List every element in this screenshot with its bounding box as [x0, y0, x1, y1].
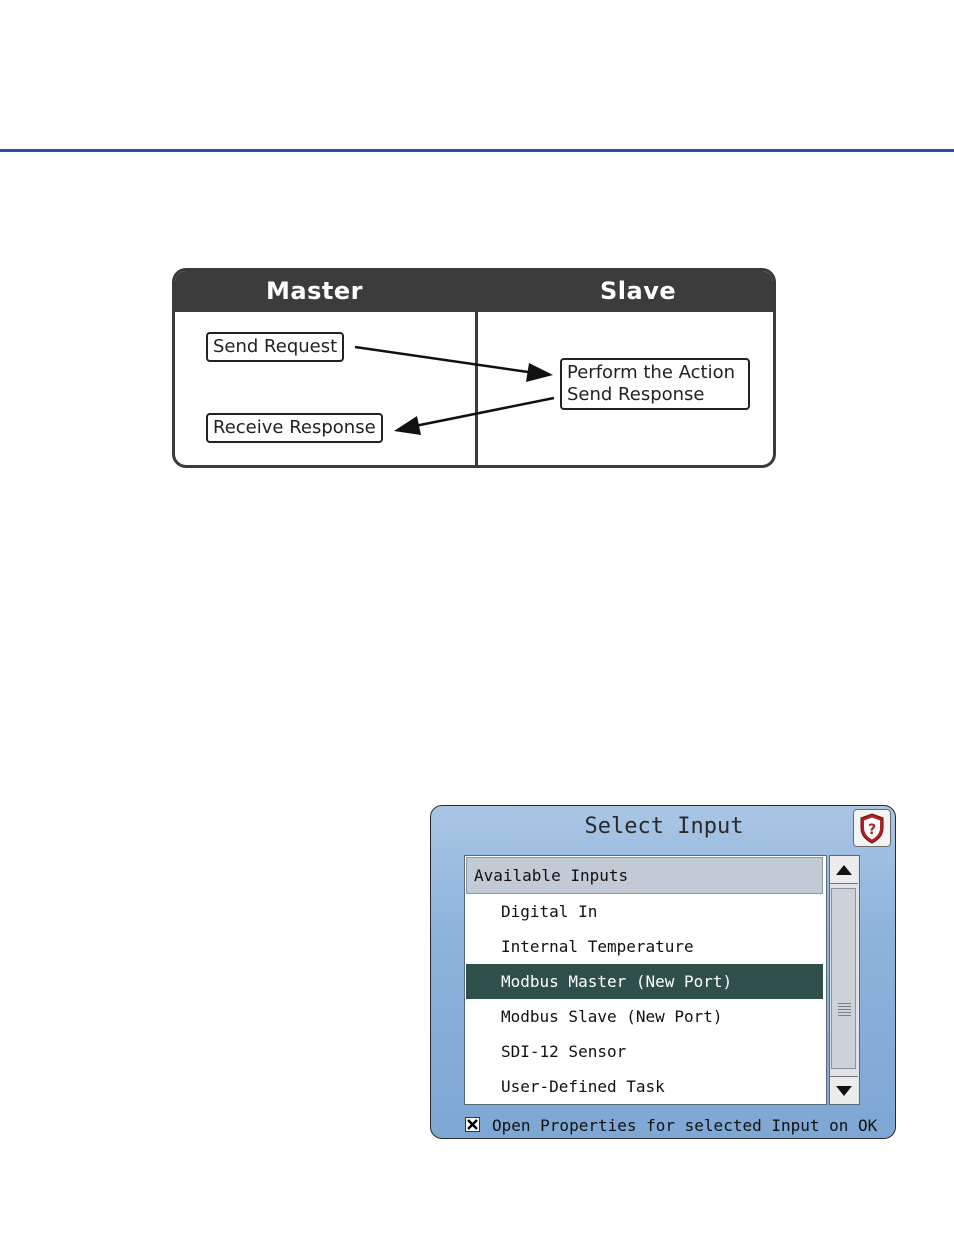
list-scrollbar[interactable] [829, 855, 860, 1105]
open-properties-checkbox[interactable] [465, 1117, 480, 1132]
request-arrow-line [355, 347, 535, 373]
page-header-rule [0, 149, 954, 152]
list-item-modbus-slave[interactable]: Modbus Slave (New Port) [466, 999, 823, 1034]
help-button[interactable]: ? [853, 809, 891, 847]
svg-text:?: ? [868, 822, 876, 838]
list-item-internal-temperature[interactable]: Internal Temperature [466, 929, 823, 964]
scrollbar-thumb[interactable] [831, 888, 856, 1069]
master-slave-diagram: Master Slave Send Request Receive Respon… [172, 268, 776, 468]
help-icon: ? [854, 810, 890, 846]
request-arrowhead [526, 363, 553, 382]
response-arrow-line [415, 398, 554, 426]
dialog-title: Select Input [431, 814, 896, 839]
scroll-up-button[interactable] [830, 856, 858, 884]
triangle-down-icon [830, 1077, 858, 1105]
scroll-down-button[interactable] [830, 1076, 858, 1104]
list-item-sdi12-sensor[interactable]: SDI-12 Sensor [466, 1034, 823, 1069]
list-header: Available Inputs [466, 857, 823, 894]
select-input-dialog: Select Input ? Available Inputs Digital … [430, 805, 896, 1139]
list-item-modbus-master[interactable]: Modbus Master (New Port) [466, 964, 823, 999]
triangle-up-icon [830, 856, 858, 884]
list-item-user-defined-task[interactable]: User-Defined Task [466, 1069, 823, 1104]
diagram-arrows [175, 271, 776, 468]
response-arrowhead [394, 416, 421, 435]
open-properties-label: Open Properties for selected Input on OK [492, 1116, 877, 1135]
available-inputs-list[interactable]: Available Inputs Digital In Internal Tem… [464, 855, 827, 1105]
list-item-digital-in[interactable]: Digital In [466, 894, 823, 929]
scrollbar-grip-icon [838, 1003, 851, 1018]
